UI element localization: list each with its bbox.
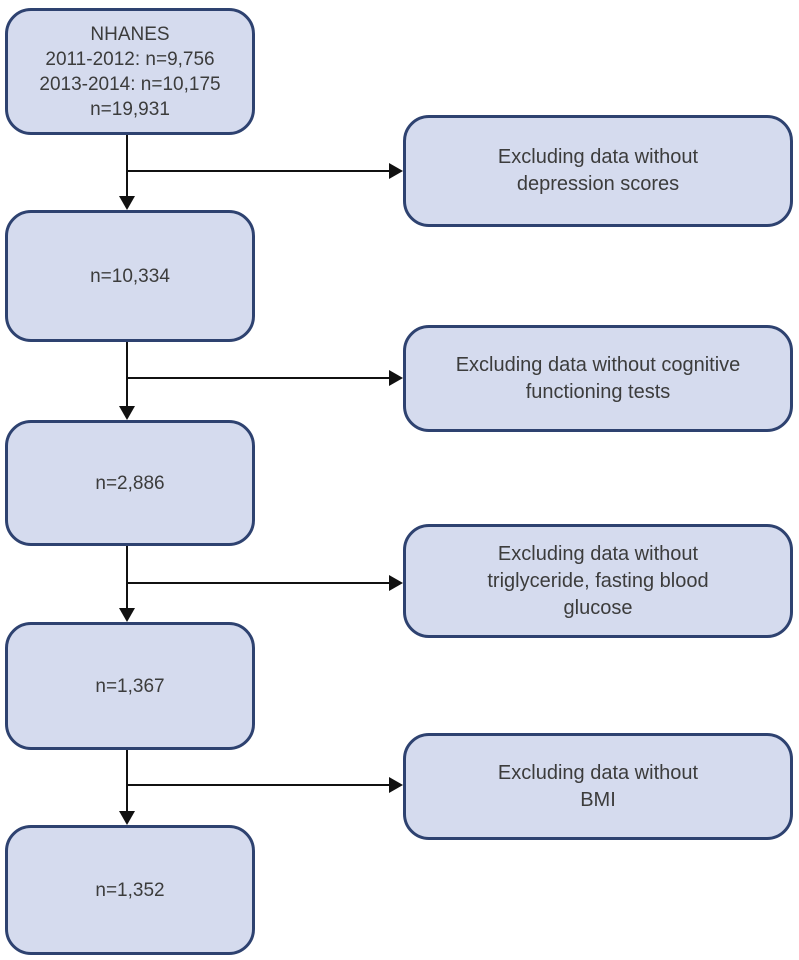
- arrowhead-right-icon: [389, 370, 403, 386]
- cohort-box-after-cognitive-exclusion: n=2,886: [5, 420, 255, 546]
- arrow-line-right-4: [128, 784, 389, 786]
- cohort-box-line: n=10,334: [90, 265, 170, 287]
- cohort-box-line: n=1,352: [95, 879, 165, 901]
- arrowhead-right-icon: [389, 777, 403, 793]
- exclusion-box-line: Excluding data without: [497, 542, 699, 565]
- arrow-line-down-3: [126, 546, 128, 608]
- exclusion-box-line: triglyceride, fasting blood: [487, 569, 709, 592]
- cohort-box-line: 2011-2012: n=9,756: [45, 48, 215, 70]
- exclusion-box-bmi: Excluding data without BMI: [403, 733, 793, 840]
- arrow-line-down-4: [126, 750, 128, 811]
- arrowhead-right-icon: [389, 575, 403, 591]
- cohort-box-line: n=19,931: [90, 98, 170, 120]
- exclusion-box-line: Excluding data without cognitive: [455, 353, 741, 376]
- arrowhead-down-icon: [119, 811, 135, 825]
- arrow-line-down-2: [126, 342, 128, 406]
- cohort-box-line: n=1,367: [95, 675, 165, 697]
- cohort-box-nhanes-total: NHANES 2011-2012: n=9,756 2013-2014: n=1…: [5, 8, 255, 135]
- arrowhead-down-icon: [119, 608, 135, 622]
- exclusion-box-line: functioning tests: [525, 380, 671, 403]
- arrowhead-down-icon: [119, 406, 135, 420]
- exclusion-box-line: Excluding data without: [497, 146, 699, 168]
- exclusion-box-triglyceride-glucose: Excluding data without triglyceride, fas…: [403, 524, 793, 638]
- arrow-line-right-1: [128, 170, 389, 172]
- cohort-box-line: 2013-2014: n=10,175: [39, 73, 221, 95]
- cohort-box-after-triglyceride-exclusion: n=1,367: [5, 622, 255, 750]
- exclusion-box-line: BMI: [580, 788, 616, 811]
- exclusion-box-line: Excluding data without: [497, 761, 699, 784]
- cohort-box-line: NHANES: [90, 23, 170, 45]
- arrowhead-right-icon: [389, 163, 403, 179]
- cohort-box-final-sample: n=1,352: [5, 825, 255, 955]
- exclusion-box-cognitive-tests: Excluding data without cognitive functio…: [403, 325, 793, 432]
- cohort-box-after-depression-exclusion: n=10,334: [5, 210, 255, 342]
- exclusion-box-depression-scores: Excluding data without depression scores: [403, 115, 793, 227]
- exclusion-box-line: depression scores: [516, 173, 680, 195]
- arrowhead-down-icon: [119, 196, 135, 210]
- cohort-box-line: n=2,886: [95, 472, 165, 494]
- arrow-line-right-2: [128, 377, 389, 379]
- arrow-line-right-3: [128, 582, 389, 584]
- arrow-line-down-1: [126, 135, 128, 196]
- exclusion-box-line: glucose: [563, 596, 633, 619]
